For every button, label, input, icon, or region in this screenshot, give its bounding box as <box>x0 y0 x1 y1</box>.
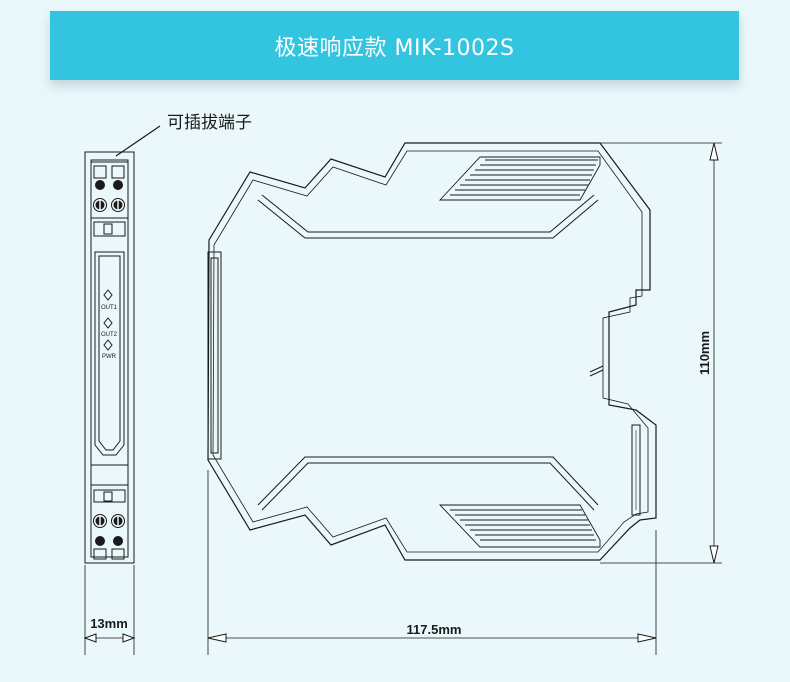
bottom-terminal-screws <box>93 514 125 560</box>
led-pwr-label: PWR <box>102 354 117 360</box>
page-title: 极速响应款 MIK-1002S <box>274 35 515 61</box>
callout-label: 可插拔端子 <box>167 113 252 132</box>
led-out1-label: OUT1 <box>101 305 118 311</box>
bottom-vent-grille <box>438 504 601 548</box>
front-view: OUT1 OUT2 PWR 13mm <box>83 151 136 655</box>
top-vent-grille <box>438 156 601 201</box>
led-pwr-indicator <box>103 339 113 351</box>
terminal-callout: 可插拔端子 <box>115 113 252 157</box>
title-banner: 极速响应款 MIK-1002S <box>50 11 739 80</box>
led-out2-indicator <box>103 317 113 329</box>
height-dimension-label: 110mm <box>697 331 712 375</box>
side-view: 117.5mm 110mm <box>207 142 722 655</box>
depth-dimension-label: 117.5mm <box>407 622 462 637</box>
led-out2-label: OUT2 <box>101 332 118 338</box>
width-dimension-label: 13mm <box>90 616 128 631</box>
led-out1-indicator <box>103 289 113 301</box>
top-terminal-screws <box>93 165 125 212</box>
